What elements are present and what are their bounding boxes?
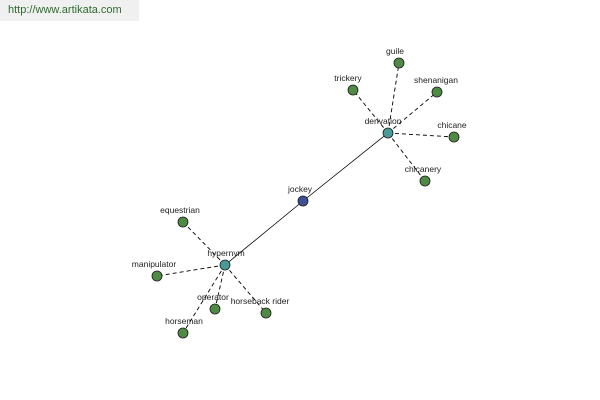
node-guile[interactable] (393, 57, 405, 69)
label-operator[interactable]: operator (197, 292, 229, 302)
edge-horseman (182, 264, 226, 334)
node-horseman[interactable] (177, 327, 189, 339)
edges (156, 62, 455, 334)
node-horseback-rider[interactable] (260, 307, 272, 319)
node-trickery[interactable] (347, 84, 359, 96)
edge-operator (214, 264, 226, 310)
node-manipulator[interactable] (151, 270, 163, 282)
edge-derivation (302, 132, 389, 202)
node-jockey (297, 195, 309, 207)
label-equestrian[interactable]: equestrian (160, 205, 200, 215)
label-chicane[interactable]: chicane (437, 120, 467, 130)
label-derivation: derivation (365, 116, 402, 126)
nodes (151, 57, 460, 339)
label-horseman[interactable]: horseman (165, 316, 203, 326)
edge-guile (387, 62, 400, 134)
label-trickery[interactable]: trickery (334, 73, 362, 83)
label-chicanery[interactable]: chicanery (405, 164, 442, 174)
label-shenanigan[interactable]: shenanigan (414, 75, 458, 85)
node-chicane[interactable] (448, 131, 460, 143)
label-manipulator[interactable]: manipulator (132, 259, 177, 269)
node-derivation (382, 127, 394, 139)
node-chicanery[interactable] (419, 175, 431, 187)
node-operator[interactable] (209, 303, 221, 315)
label-hypernym: hypernym (207, 248, 244, 258)
edge-shenanigan (387, 91, 438, 134)
node-shenanigan[interactable] (431, 86, 443, 98)
node-hypernym (219, 259, 231, 271)
edge-chicane (387, 132, 455, 138)
url-banner[interactable]: http://www.artikata.com (0, 0, 139, 21)
edge-trickery (352, 89, 389, 134)
edge-manipulator (156, 264, 226, 277)
labels: guile trickery shenanigan chicane chicanery d… (132, 46, 467, 326)
label-guile[interactable]: guile (386, 46, 404, 56)
label-jockey: jockey (287, 184, 313, 194)
edge-equestrian (182, 221, 226, 266)
edge-hypernym (224, 200, 304, 266)
label-horseback-rider[interactable]: horseback rider (231, 296, 290, 306)
edge-horseback-rider (224, 264, 267, 314)
node-equestrian[interactable] (177, 216, 189, 228)
edge-chicanery (387, 132, 426, 182)
